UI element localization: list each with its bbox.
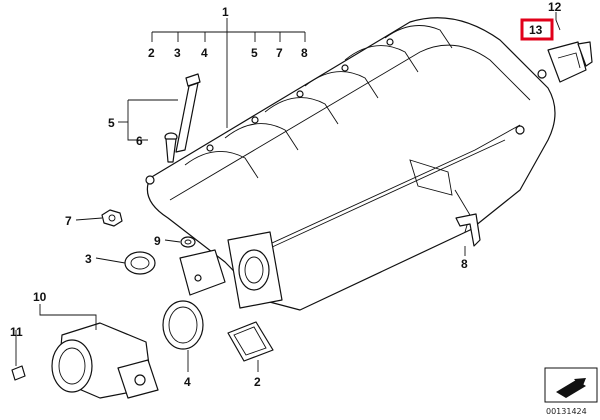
leader-lines — [15, 12, 561, 372]
callout-1: 1 — [222, 5, 229, 19]
arrow-icon — [556, 380, 586, 398]
intake-manifold — [145, 17, 556, 311]
callout-11: 11 — [10, 325, 23, 339]
callout-7-top: 7 — [276, 46, 283, 60]
callout-2: 2 — [254, 375, 261, 389]
callout-9: 9 — [154, 234, 161, 248]
grommet-part-9 — [180, 236, 196, 248]
screw-part-6 — [164, 132, 178, 163]
clip-part-8 — [455, 213, 481, 247]
callout-10: 10 — [33, 290, 47, 304]
callout-8-top: 8 — [301, 46, 308, 60]
callout-2-top: 2 — [148, 46, 155, 60]
callout-3: 3 — [85, 252, 92, 266]
callout-12: 12 — [548, 0, 562, 14]
throttle-body-part-10 — [51, 322, 159, 399]
callout-3-top: 3 — [174, 46, 181, 60]
sensor-part-12 — [547, 41, 593, 83]
screw-part-11 — [11, 365, 26, 381]
screw-part-13 — [537, 69, 547, 79]
nut-part-7 — [101, 209, 123, 227]
callout-5-top: 5 — [251, 46, 258, 60]
seal-ring-part-3 — [124, 251, 156, 275]
callout-5: 5 — [108, 116, 115, 130]
callout-7: 7 — [65, 214, 72, 228]
gasket-part-2 — [227, 321, 274, 362]
callout-8: 8 — [461, 257, 468, 271]
callout-labels: 1 2 3 4 5 7 8 5 6 7 9 3 10 11 4 2 8 12 1… — [10, 0, 562, 389]
callout-6: 6 — [136, 134, 143, 148]
callout-13: 13 — [529, 23, 543, 37]
gasket-part-4 — [162, 300, 204, 350]
bolt-part-5 — [175, 73, 201, 153]
reference-block: 00131424 — [544, 367, 598, 416]
callout-4-top: 4 — [201, 46, 208, 60]
highlight-box — [520, 18, 554, 41]
reference-number: 00131424 — [546, 407, 587, 416]
callout-4: 4 — [184, 375, 191, 389]
